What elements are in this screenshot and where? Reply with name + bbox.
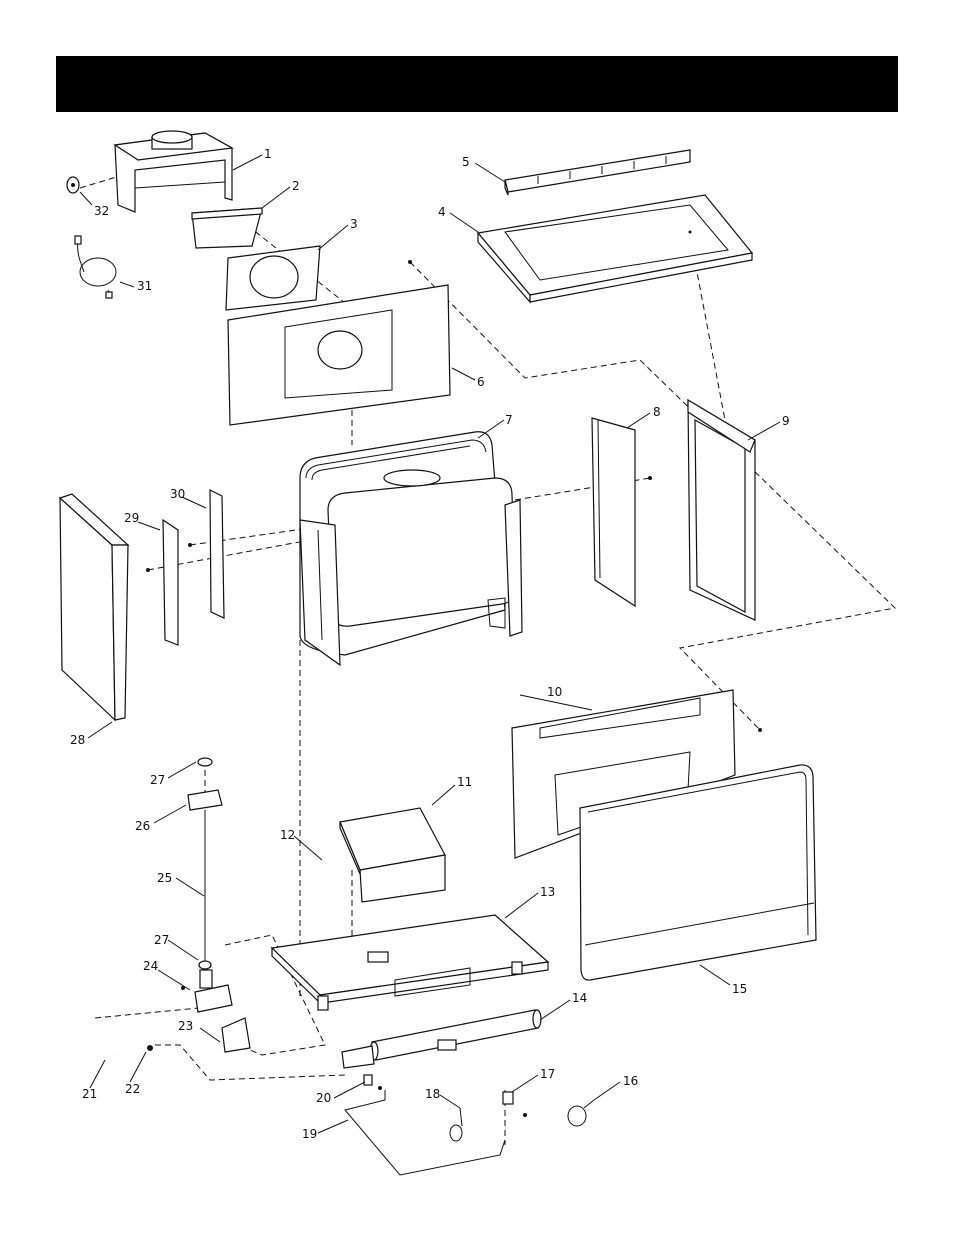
part-11-baffle <box>340 808 445 902</box>
label-part-32: 32 <box>94 204 109 218</box>
part-23-bracket <box>222 1018 250 1052</box>
part-1-hood <box>115 131 232 212</box>
label-part-27-top: 27 <box>150 773 165 787</box>
part-7-firebox <box>300 432 522 665</box>
part-28-left-panel <box>60 494 128 720</box>
label-part-27-bottom: 27 <box>154 933 169 947</box>
label-part-20: 20 <box>316 1091 331 1105</box>
label-part-6: 6 <box>477 375 485 389</box>
label-part-25: 25 <box>157 871 172 885</box>
part-24-valve <box>195 970 232 1012</box>
part-27-knob-top <box>198 758 212 766</box>
label-part-28: 28 <box>70 733 85 747</box>
label-part-3: 3 <box>350 217 358 231</box>
part-27-knob-bottom <box>199 961 211 969</box>
label-part-8: 8 <box>653 405 661 419</box>
part-21-gas-line <box>75 1018 120 1055</box>
part-9-side-frame <box>688 400 755 620</box>
label-part-4: 4 <box>438 205 446 219</box>
label-part-18: 18 <box>425 1087 440 1101</box>
label-part-12: 12 <box>280 828 295 842</box>
part-26-bracket <box>188 790 222 810</box>
label-part-9: 9 <box>782 414 790 428</box>
part-30-strip <box>210 490 224 618</box>
label-part-22: 22 <box>125 1082 140 1096</box>
part-8-side-panel <box>592 418 635 606</box>
part-31-wire <box>75 236 116 298</box>
label-part-5: 5 <box>462 155 470 169</box>
part-18-thermocouple <box>450 1108 462 1141</box>
label-part-13: 13 <box>540 885 555 899</box>
part-17-bracket <box>503 1092 513 1104</box>
label-part-14: 14 <box>572 991 587 1005</box>
part-32-fitting <box>67 177 79 193</box>
part-20-orifice <box>364 1075 372 1085</box>
part-5-grille <box>505 150 690 195</box>
label-part-2: 2 <box>292 179 300 193</box>
label-part-29: 29 <box>124 511 139 525</box>
label-part-30: 30 <box>170 487 185 501</box>
part-29-strip <box>163 520 178 645</box>
label-part-31: 31 <box>137 279 152 293</box>
label-part-24: 24 <box>143 959 158 973</box>
part-13-burner-tray <box>272 915 548 1010</box>
part-16-coil <box>568 1100 594 1126</box>
label-part-7: 7 <box>505 413 513 427</box>
label-part-1: 1 <box>264 147 272 161</box>
part-19-tube <box>345 1090 505 1175</box>
label-part-10: 10 <box>547 685 562 699</box>
part-22-fitting <box>147 1045 153 1051</box>
label-part-23: 23 <box>178 1019 193 1033</box>
label-part-26: 26 <box>135 819 150 833</box>
label-part-17: 17 <box>540 1067 555 1081</box>
label-part-21: 21 <box>82 1087 97 1101</box>
part-2-plate <box>192 208 262 248</box>
label-part-15: 15 <box>732 982 747 996</box>
part-14-burner-tube <box>342 1010 541 1068</box>
part-3-flue-plate <box>226 246 320 310</box>
label-part-19: 19 <box>302 1127 317 1141</box>
part-4-top-frame <box>478 195 752 302</box>
label-part-16: 16 <box>623 1074 638 1088</box>
label-part-11: 11 <box>457 775 472 789</box>
